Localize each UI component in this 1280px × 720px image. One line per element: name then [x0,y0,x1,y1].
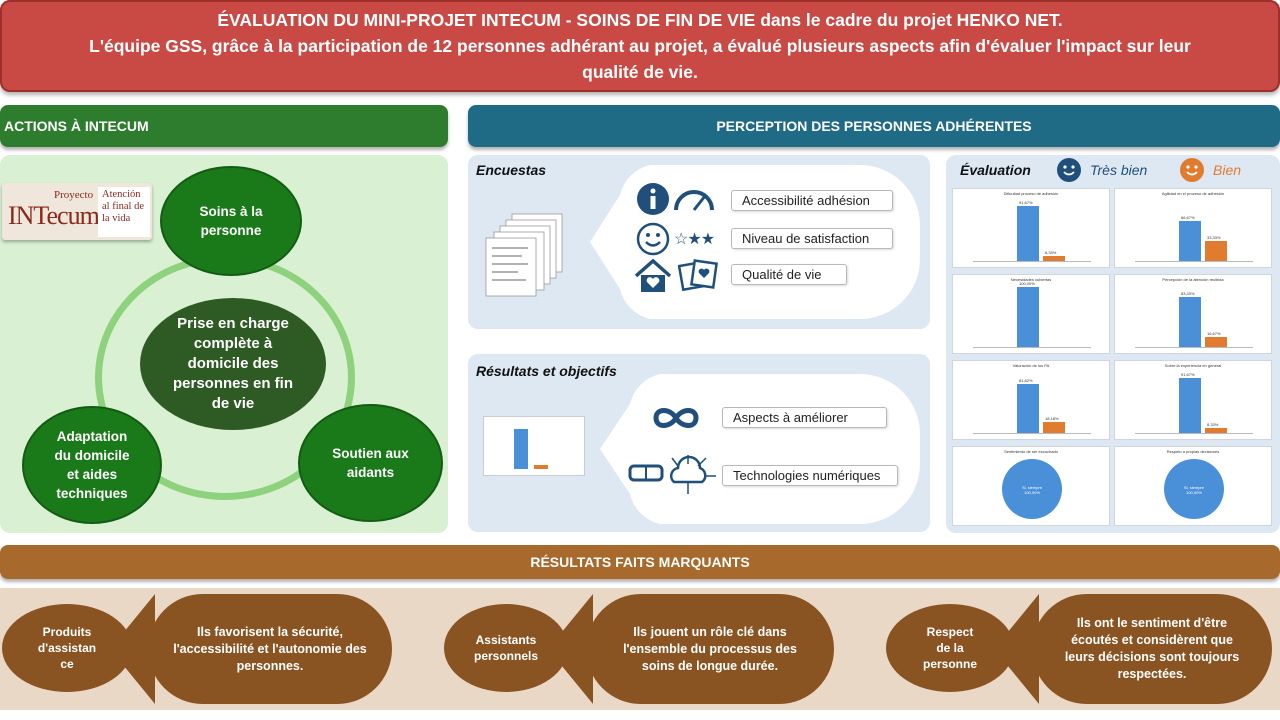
resultats-bubble [600,374,920,524]
chart-bar [1179,297,1201,347]
chart-pie-slice [1164,459,1224,519]
logo-name: INTecum [8,201,100,230]
intecum-logo: Proyecto INTecum Atención al final de la… [2,183,152,240]
fait-1-label: Produits d'assistan ce [2,604,132,692]
fait-1-text: Ils favorisent la sécurité, l'accessibil… [148,594,392,704]
chart-bar [1043,256,1065,261]
chart-data-label: 100,00% [1019,281,1035,286]
chart-data-label: Si, siempre 100,00% [1021,485,1042,495]
resultats-faits-header: RÉSULTATS FAITS MARQUANTS [0,545,1280,579]
chart-data-label: 91,67% [1181,371,1195,377]
chart-title: Dificultad proceso de adhesión [1003,191,1059,196]
chart-pie-slice [1002,459,1062,519]
fait-3-label: Respect de la personne [886,604,1014,692]
chart-bar [1017,287,1039,347]
chart-title: Sentimiento de ser escuchado [1004,449,1058,454]
fait-2-text: Ils jouent un rôle clé dans l'ensemble d… [586,594,834,704]
chart-title: Valoración de los PA [1012,363,1050,368]
chart-card: Dificultad proceso de adhesión 91,67% 8,33… [952,188,1110,268]
chart-title: Necesidades cubiertas [1010,277,1052,282]
circle-center: Prise en charge complète à domicile des … [140,298,326,430]
title-banner: ÉVALUATION DU MINI-PROJET INTECUM - SOIN… [0,0,1280,92]
resultats-title: Résultats et objectifs [476,363,617,379]
fait-3-text: Ils ont le sentiment d'être écoutés et c… [1032,594,1272,704]
chart-data-label: 8,33% [1207,422,1219,427]
pill-satisfaction: Niveau de satisfaction [731,228,893,249]
circle-adaptation: Adaptation du domicile et aides techniqu… [22,406,162,524]
chart-bar [1205,428,1227,433]
chart-card: Agilidad en el proceso de adhesión 66,67%… [1114,188,1272,268]
stars-icon: ☆★★ [674,231,715,248]
chart-axis [973,347,1091,348]
chart-title: Sobre la experiencia en general [1164,363,1222,368]
chart-axis [1135,347,1253,348]
chart-data-label: 91,67% [1019,199,1033,205]
chart-title: Percepción de la atención recibida [1162,277,1224,282]
pill-qualite: Qualité de vie [731,264,847,285]
chart-bar [1043,422,1065,433]
chart-title: Respeto a propias decisiones [1166,449,1220,454]
pill-technologies: Technologies numériques [722,465,898,486]
chart-data-label: 83,33% [1181,291,1195,296]
fait-2-label: Assistants personnels [444,604,568,692]
chart-bar [1017,205,1039,261]
mini-chart-thumbnail [483,416,585,476]
legend-tres-bien: Très bien [1090,162,1148,178]
chart-bar [1205,336,1227,347]
chart-data-label: 18,18% [1045,416,1059,422]
chart-data-label: 66,67% [1181,214,1195,220]
chart-axis [1135,261,1253,262]
circle-soutien: Soutien aux aidants [298,404,443,522]
chart-bar [1179,220,1201,261]
chart-bar [1179,377,1201,433]
logo-proyecto: Proyecto [54,189,94,201]
logo-side: Atención al final de la vida [98,187,150,237]
title-line-1: ÉVALUATION DU MINI-PROJET INTECUM - SOIN… [217,10,1063,30]
chart-data-label: 16,67% [1207,330,1221,336]
chart-data-label: 81,82% [1019,377,1033,383]
evaluation-title: Évaluation [960,162,1031,178]
chart-card: Valoración de los PA 81,82% 18,18% [952,360,1110,440]
perception-header: PERCEPTION DES PERSONNES ADHÉRENTES [468,105,1280,147]
circle-soins: Soins à la personne [160,166,302,276]
chart-axis [1135,433,1253,434]
pill-accessibilite: Accessibilité adhésion [731,190,893,211]
chart-data-label: 8,33% [1045,250,1057,255]
chart-axis [973,261,1091,262]
actions-header: ACTIONS À INTECUM [0,105,448,147]
title-line-2: L'équipe GSS, grâce à la participation d… [89,36,1191,56]
chart-title: Agilidad en el proceso de adhesión [1161,191,1225,196]
chart-card: Sobre la experiencia en general 91,67% 8,3… [1114,360,1272,440]
chart-bar [1017,383,1039,433]
legend-bien: Bien [1213,162,1242,178]
encuestas-title: Encuestas [476,162,547,178]
chart-card: Percepción de la atención recibida 83,33%… [1114,274,1272,354]
chart-axis [973,433,1091,434]
pill-aspects: Aspects à améliorer [722,407,887,428]
title-line-3: qualité de vie. [582,62,698,82]
chart-bar [1205,241,1227,261]
chart-data-label: 33,33% [1207,235,1221,240]
chart-data-label: Si, siempre 100,00% [1183,485,1204,495]
